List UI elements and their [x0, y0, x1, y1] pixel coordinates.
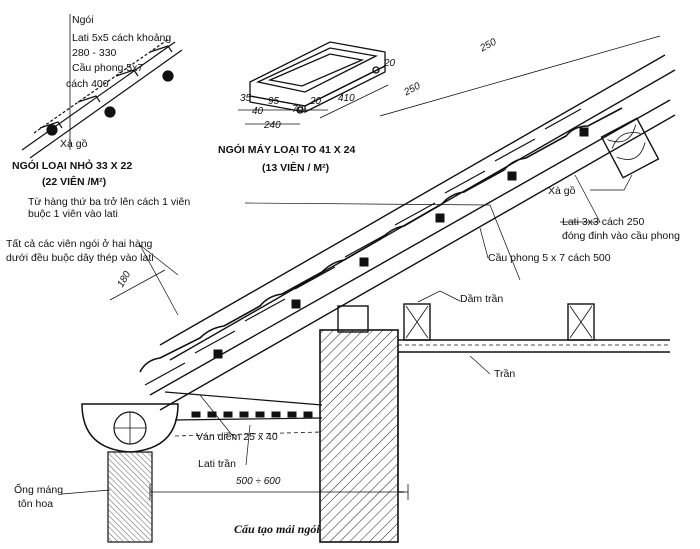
gutter-label-1: Ống máng	[14, 484, 64, 496]
main-label-soffit-board: Ván diềm 25 x 40	[196, 431, 278, 443]
small-tile-title: NGÓI LOẠI NHỎ 33 X 22	[12, 160, 133, 172]
note-bottom-rows-2: dưới đều buộc dây thép vào lati	[6, 252, 154, 264]
small-tile-label-purlin: Xà gồ	[60, 138, 88, 150]
small-tile-detail	[21, 14, 183, 159]
main-label-batten: Lati 3x3 cách 250	[562, 216, 645, 228]
small-tile-label-batten-range: 280 - 330	[72, 47, 117, 59]
large-tile-density: (13 VIÊN / M²)	[262, 162, 330, 174]
note-third-row: Từ hàng thứ ba trở lên cách 1 viên	[28, 196, 191, 208]
small-tile-label-batten: Lati 5x5 cách khoảng	[72, 32, 172, 44]
large-tile-detail	[238, 41, 389, 125]
roof-section	[61, 35, 676, 543]
large-tile-dim-40: 40	[252, 106, 264, 117]
main-label-ceiling: Trần	[494, 368, 516, 380]
main-label-rafter: Cầu phong 5 x 7 cách 500	[488, 252, 611, 264]
main-label-batten-2: đóng đinh vào cầu phong	[562, 230, 680, 242]
small-tile-label-rafter-spacing: cách 400	[66, 78, 109, 90]
large-tile-title: NGÓI MÁY LOẠI TO 41 X 24	[218, 144, 356, 156]
large-tile-dim-35: 35	[240, 93, 252, 104]
gutter-label-2: tôn hoa	[18, 498, 54, 510]
small-tile-label-tile: Ngói	[72, 14, 94, 26]
large-tile-dim-240: 240	[264, 120, 281, 131]
large-tile-dim-95: 95	[268, 96, 280, 107]
figure-caption: Cấu tạo mái ngói	[234, 522, 320, 536]
main-label-purlin: Xà gồ	[548, 185, 576, 197]
main-dim-eave: 500 ÷ 600	[236, 476, 281, 487]
large-tile-dim-410: 410	[338, 93, 355, 104]
main-label-ceiling-beam: Dầm trần	[460, 293, 504, 305]
main-label-ceiling-batten: Lati trần	[198, 458, 236, 470]
large-tile-dim-20b: 20	[384, 58, 396, 69]
large-tile-dim-20a: 20	[310, 96, 322, 107]
note-bottom-rows: Tất cả các viên ngói ở hai hàng	[6, 238, 153, 250]
large-tile-dim-70: 70	[292, 104, 304, 115]
small-tile-label-rafter: Cầu phong 5x7	[72, 62, 144, 74]
note-third-row-2: buộc 1 viên vào lati	[28, 208, 118, 220]
small-tile-density: (22 VIÊN /M²)	[42, 176, 107, 188]
